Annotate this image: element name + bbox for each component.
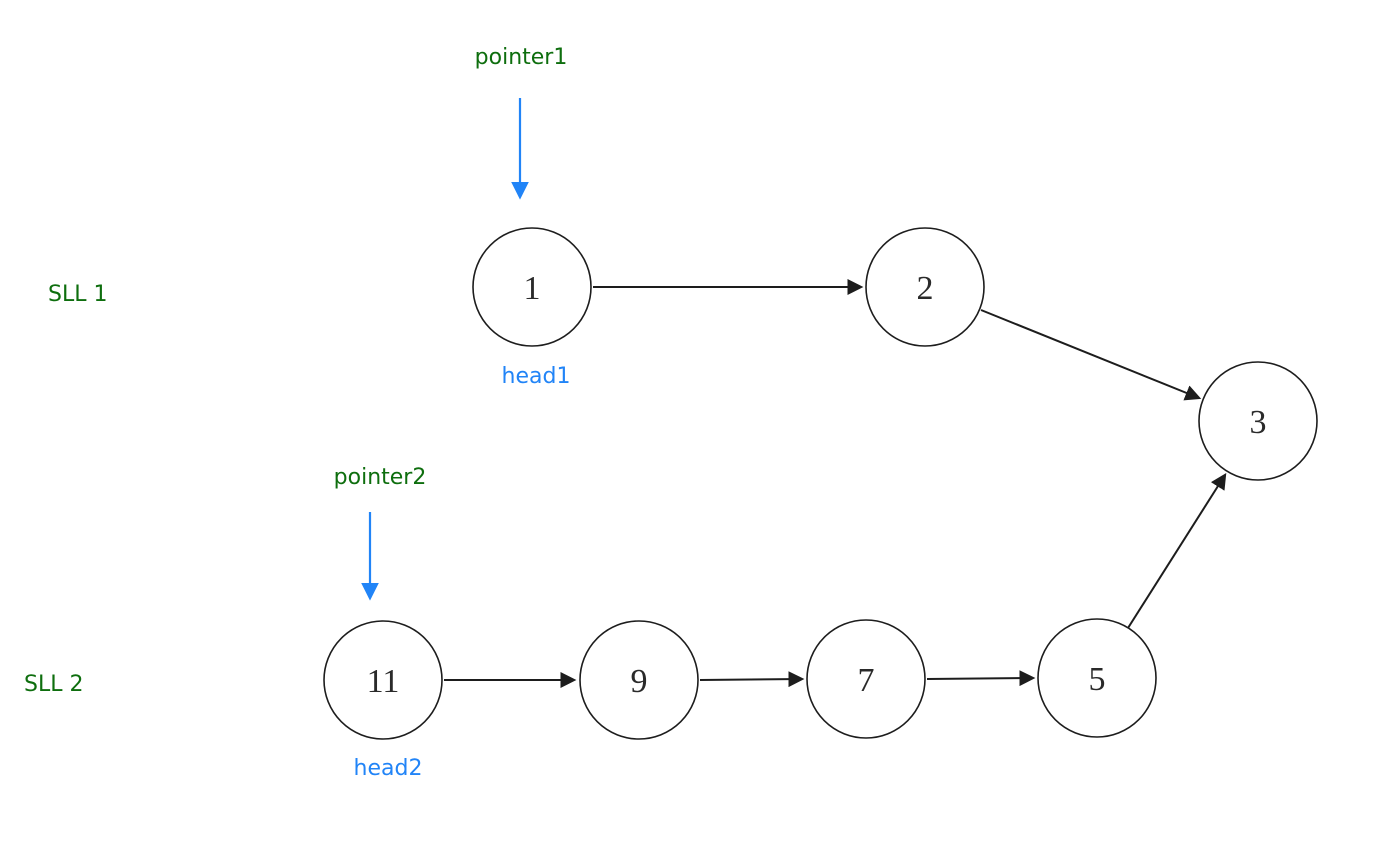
node-2: 2	[865, 227, 985, 347]
node-1-value: 1	[524, 270, 541, 307]
node-11-value: 11	[367, 663, 400, 700]
node-1-circle	[472, 227, 592, 347]
edge-7-to-5	[926, 670, 1036, 687]
node-9-circle	[579, 620, 699, 740]
node-3-shared: 3	[1198, 361, 1318, 481]
node-7-value: 7	[858, 662, 875, 699]
node-2-circle	[865, 227, 985, 347]
node-11: 11	[323, 620, 443, 740]
node-5: 5	[1037, 618, 1157, 738]
node-7-circle	[806, 619, 926, 739]
node-3-value: 3	[1250, 404, 1267, 441]
head2-label: head2	[354, 756, 423, 781]
sll2-label: SLL 2	[24, 672, 83, 697]
edge-5-to-3	[1127, 472, 1227, 629]
pointer1-label: pointer1	[475, 45, 568, 70]
pointer2-label: pointer2	[334, 465, 427, 490]
edge-9-to-7	[699, 671, 805, 688]
head1-label: head1	[502, 364, 571, 389]
node-3-circle	[1198, 361, 1318, 481]
sll1-label: SLL 1	[48, 282, 107, 307]
node-2-value: 2	[917, 270, 934, 307]
node-1: 1	[472, 227, 592, 347]
node-5-circle	[1037, 618, 1157, 738]
node-11-circle	[323, 620, 443, 740]
node-7: 7	[806, 619, 926, 739]
edge-2-to-3	[980, 309, 1202, 401]
node-9-value: 9	[631, 663, 648, 700]
node-5-value: 5	[1089, 661, 1106, 698]
node-9: 9	[579, 620, 699, 740]
